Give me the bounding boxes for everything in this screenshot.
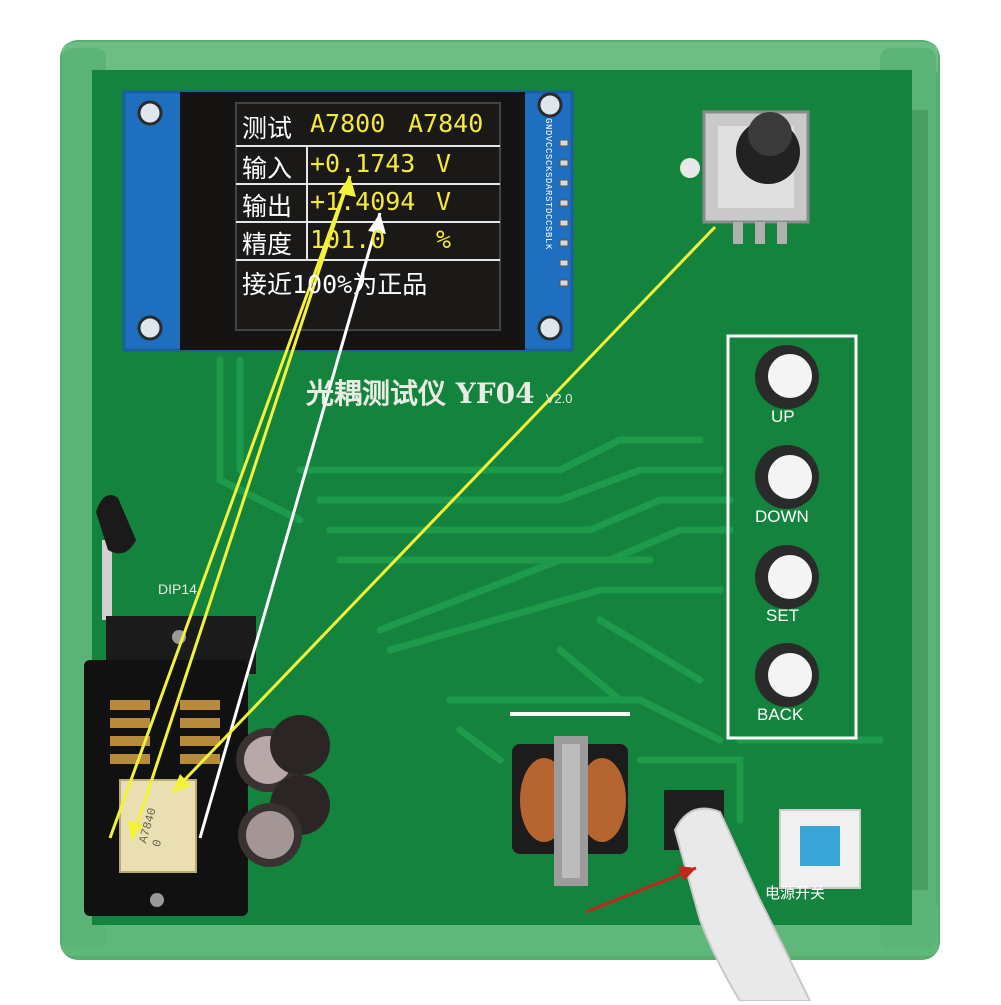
- lcd-row-test: 测试 A7800 A7840: [236, 107, 496, 143]
- lcd-output-label: 输出: [242, 192, 293, 221]
- lcd-row-output: 输出 +1.4094 V: [236, 185, 496, 221]
- back-button[interactable]: [755, 643, 819, 707]
- button-panel-outline: [726, 334, 858, 740]
- lcd-pin-labels: GNDVCCSCKSDARSTDCCSBLK: [543, 118, 553, 251]
- annotation-arrows: [108, 175, 717, 914]
- board-version: V2.0: [545, 391, 573, 406]
- lcd-accuracy-value: 101.0: [310, 225, 386, 254]
- pcb-traces: [216, 356, 884, 824]
- lcd-model-a: A7800: [310, 109, 386, 138]
- lcd-output-unit: V: [436, 187, 452, 216]
- lcd-row-accuracy: 精度 101.0 %: [236, 223, 496, 259]
- socket-label: DIP14: [158, 581, 197, 597]
- lcd-accuracy-unit: %: [436, 225, 452, 254]
- lcd-accuracy-label: 精度: [242, 230, 293, 259]
- board-title-text: 光耦测试仪 YF04: [306, 377, 535, 410]
- lcd-row-note: 接近100%为正品: [236, 263, 496, 299]
- lcd-test-label: 测试: [242, 114, 293, 143]
- set-label: SET: [766, 606, 800, 625]
- lcd-note: 接近100%为正品: [242, 270, 428, 299]
- capacitors: [236, 715, 330, 867]
- down-label: DOWN: [755, 507, 809, 526]
- power-switch[interactable]: [779, 809, 861, 889]
- up-button[interactable]: [755, 345, 819, 409]
- lcd-screen: 测试 A7800 A7840 输入 +0.1743 V 输出 +1.4094 V…: [236, 103, 500, 330]
- lcd-row-input: 输入 +0.1743 V: [236, 147, 496, 183]
- lcd-input-unit: V: [436, 149, 452, 178]
- up-label: UP: [771, 407, 795, 426]
- lcd-input-value: +0.1743: [310, 149, 416, 178]
- socket-lever[interactable]: [96, 495, 136, 620]
- board-title: 光耦测试仪 YF04 V2.0: [306, 372, 572, 412]
- lcd-output-value: +1.4094: [310, 187, 416, 216]
- set-button[interactable]: [755, 545, 819, 609]
- back-label: BACK: [757, 705, 804, 724]
- lcd-model-b: A7840: [408, 109, 484, 138]
- power-switch-label: 电源开关: [765, 884, 826, 902]
- lcd-input-label: 输入: [242, 154, 293, 183]
- usb-cable: [664, 790, 812, 1002]
- down-button[interactable]: [755, 445, 819, 509]
- potentiometer[interactable]: [680, 110, 810, 244]
- dip14-socket[interactable]: [84, 616, 256, 916]
- common-mode-choke: [510, 712, 630, 886]
